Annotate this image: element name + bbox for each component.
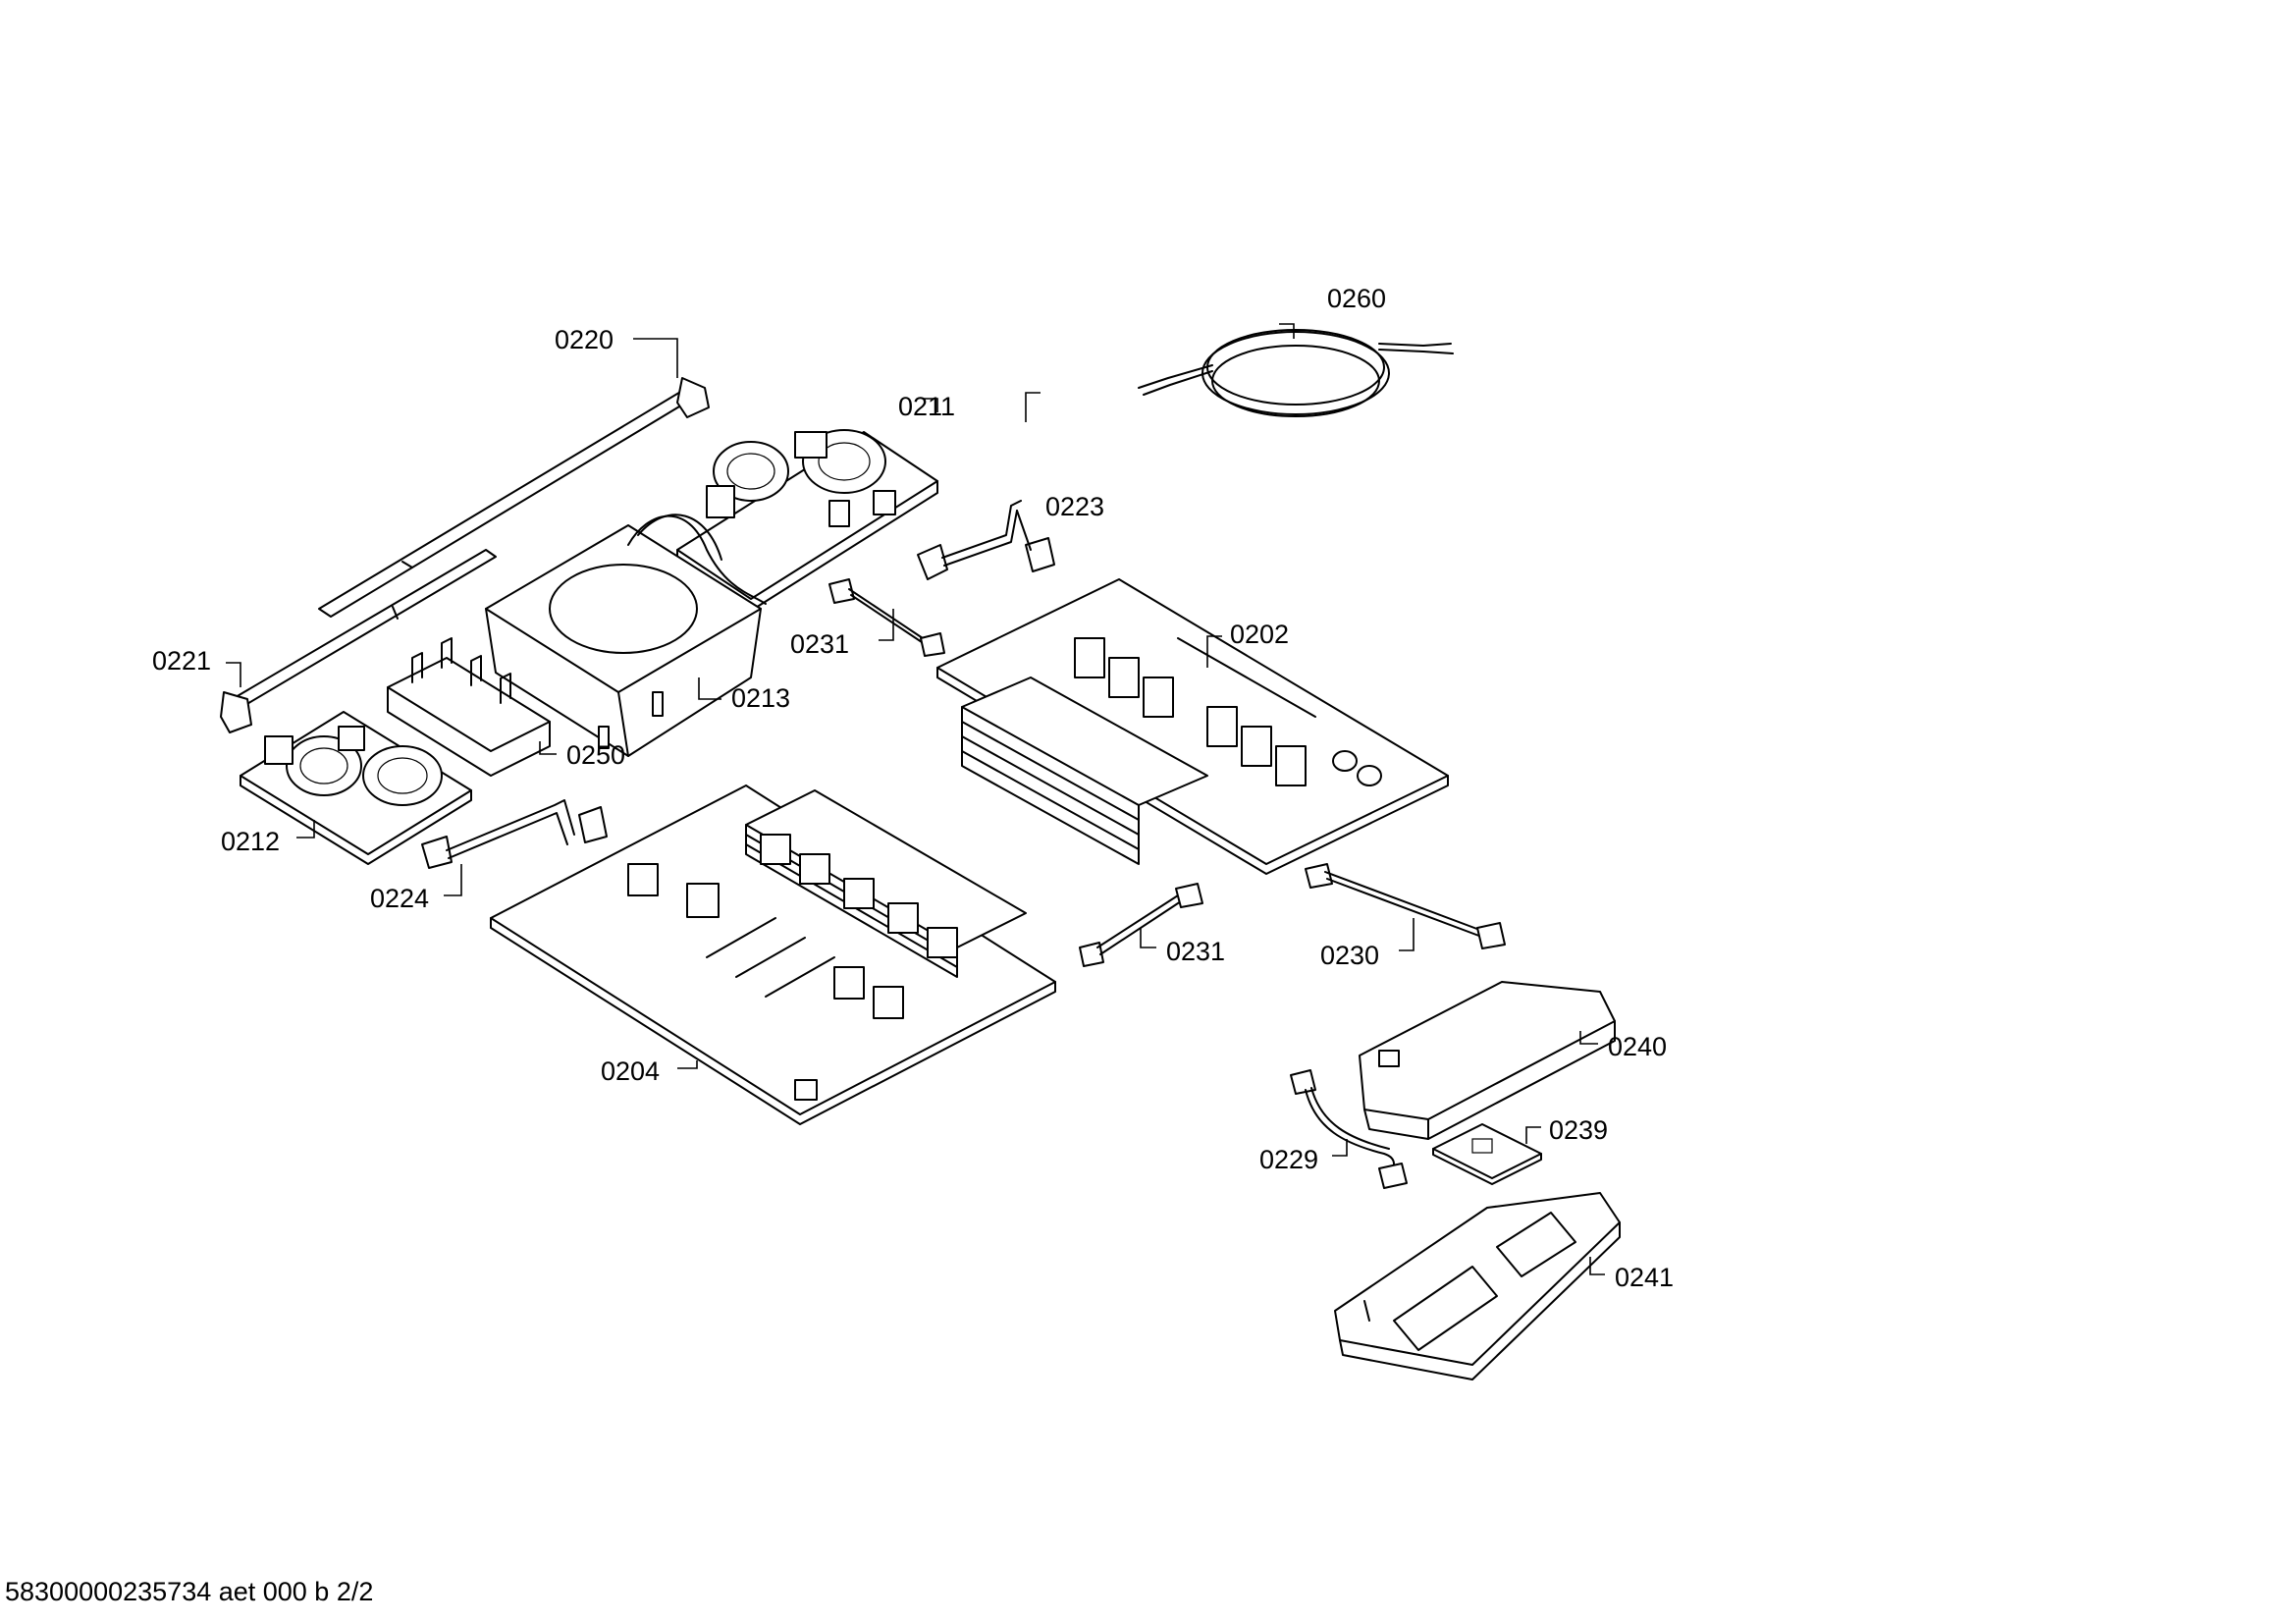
label-0212: 0212 [221, 827, 280, 856]
part-0221-cable-strip [220, 549, 497, 733]
label-0211: 0211 [898, 392, 955, 421]
part-0230-wire-harness [1305, 863, 1506, 949]
part-0220-cable-strip [318, 377, 710, 618]
label-0241: 0241 [1615, 1263, 1674, 1292]
leader-lines [226, 323, 1605, 1275]
part-0239-small-pcb [1432, 1123, 1542, 1185]
label-0240: 0240 [1608, 1032, 1667, 1061]
label-0220: 0220 [555, 325, 614, 354]
part-0250-terminal-block [387, 637, 551, 777]
part-0204-main-board [490, 785, 1056, 1125]
part-0213-inductor-housing [485, 514, 767, 757]
part-0223-wire-harness [917, 500, 1055, 580]
document-code: 58300000235734 aet 000 b 2/2 [5, 1577, 373, 1606]
label-0202: 0202 [1230, 620, 1289, 649]
label-0260: 0260 [1327, 284, 1386, 313]
label-0221: 0221 [152, 646, 211, 676]
label-0250: 0250 [566, 740, 625, 770]
part-0212-filter-board [240, 711, 472, 865]
part-labels: 0260 0220 0211 0223 0231 0202 0221 0213 … [152, 284, 1674, 1292]
label-0224: 0224 [370, 884, 429, 913]
label-0230: 0230 [1320, 941, 1379, 970]
part-0260-power-cable [1138, 329, 1454, 417]
part-0229-wire-harness [1290, 1069, 1408, 1189]
part-0224-wire-harness [421, 799, 608, 869]
label-0223: 0223 [1045, 492, 1104, 521]
label-0239: 0239 [1549, 1115, 1608, 1145]
label-0204: 0204 [601, 1056, 660, 1086]
label-0213: 0213 [731, 683, 790, 713]
label-0229: 0229 [1259, 1145, 1318, 1174]
part-0241-frame [1334, 1192, 1621, 1380]
part-0231-wire-harness-upper [828, 578, 945, 657]
label-0231-upper: 0231 [790, 629, 849, 659]
label-0231-lower: 0231 [1166, 937, 1225, 966]
part-0211-filter-board [676, 429, 938, 612]
part-0231-wire-harness-lower [1079, 883, 1203, 967]
part-0240-control-module [1359, 981, 1616, 1140]
part-0202-power-board [936, 578, 1449, 875]
